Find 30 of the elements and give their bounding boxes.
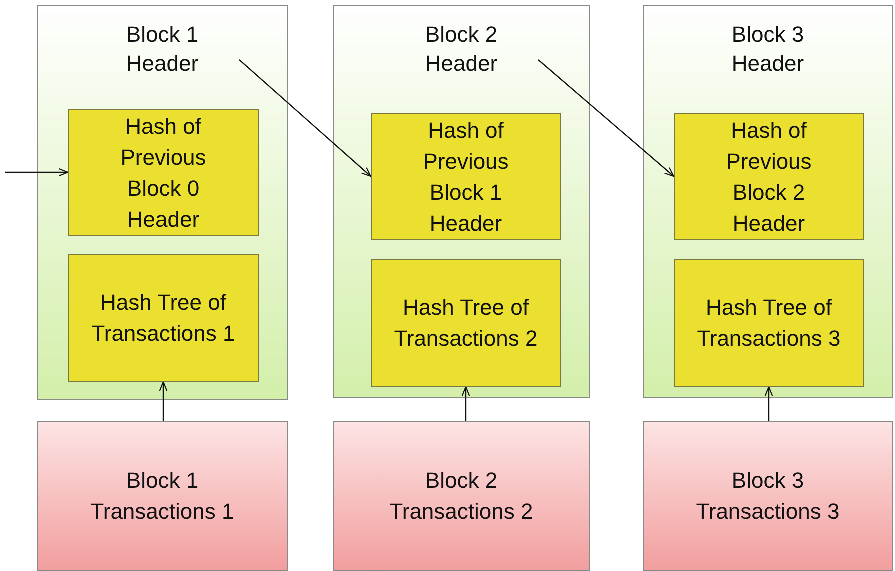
box-text: Block 3 Transactions 3 [695,467,841,526]
block-title: Block 3 Header [730,21,806,78]
box-text: Hash of Previous Block 0 Header [120,112,208,234]
hash-box [68,254,259,382]
transactions-box [37,421,288,571]
box-text: Hash of Previous Block 1 Header [422,116,510,238]
arrow [239,60,372,178]
box-text: Hash Tree of Transactions 1 [90,289,236,348]
hash-box [68,109,259,236]
box-text: Hash Tree of Transactions 3 [696,294,842,353]
arrow [5,168,69,177]
hash-box [371,113,561,240]
hash-box [371,259,561,387]
arrow [159,381,168,421]
transactions-box [333,421,590,571]
arrow [538,60,675,178]
box-text: Block 1 Transactions 1 [90,467,236,526]
arrow [764,386,774,421]
box-text: Hash of Previous Block 2 Header [725,116,813,238]
box-text: Block 2 Transactions 2 [388,467,534,526]
block-panel [37,5,288,400]
arrow [462,386,470,421]
transactions-box [643,421,893,571]
block-title: Block 1 Header [125,21,200,78]
block-panel [333,5,590,398]
block-panel [643,5,893,398]
hash-box [674,259,864,387]
hash-box [674,113,864,240]
box-text: Hash Tree of Transactions 2 [393,294,539,353]
block-title: Block 2 Header [424,21,499,78]
